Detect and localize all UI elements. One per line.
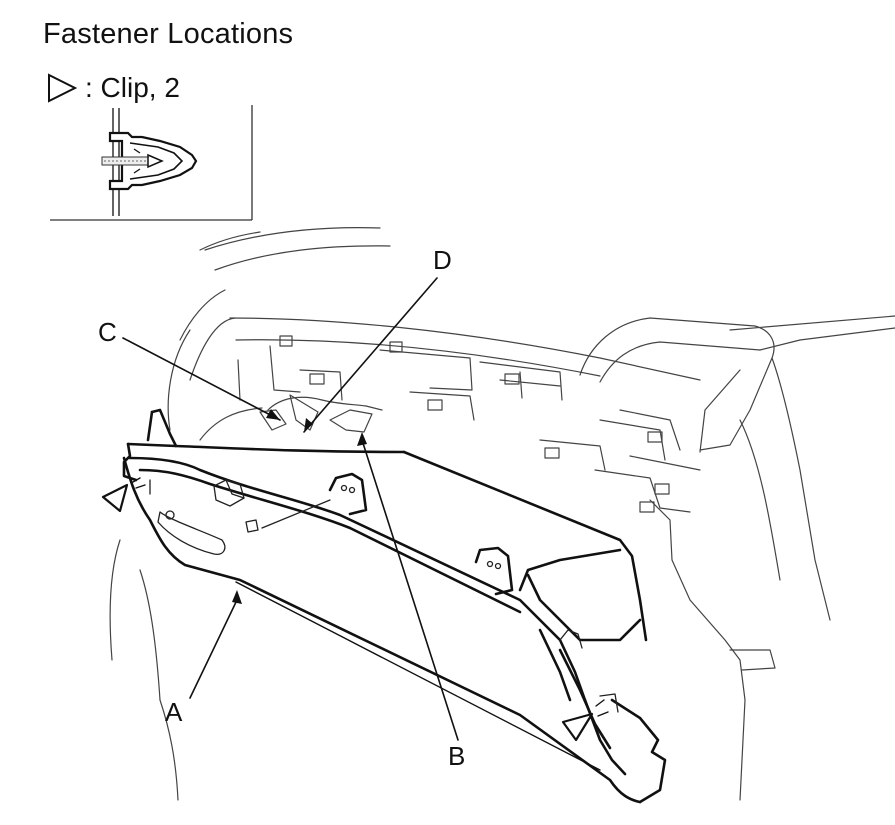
legend: : Clip, 2 [45,70,180,106]
dashboard-outline [109,227,895,801]
clip-marker-ticks [132,477,609,717]
clip-detail-inset [50,105,253,221]
clip-triangle-icon [48,73,78,103]
clip-detail-icon [101,131,198,191]
callout-d: D [433,245,452,275]
clip-location-markers [101,483,594,742]
leader-line-c [122,337,281,421]
callout-a: A [165,697,183,727]
callout-b: B [448,741,466,771]
legend-text: : Clip, 2 [85,72,180,103]
leader-line-a [189,599,238,699]
leader-line-b [361,439,459,741]
clip-marker-right-icon [561,712,594,742]
page-title: Fastener Locations [43,18,294,50]
glove-box-part-a [122,408,667,804]
clip-marker-left-icon [101,483,129,513]
leader-lines [122,277,459,741]
glove-box-details [149,479,619,713]
callout-c: C [98,317,117,347]
leader-line-d [303,277,438,433]
leader-arrowheads [232,409,367,604]
